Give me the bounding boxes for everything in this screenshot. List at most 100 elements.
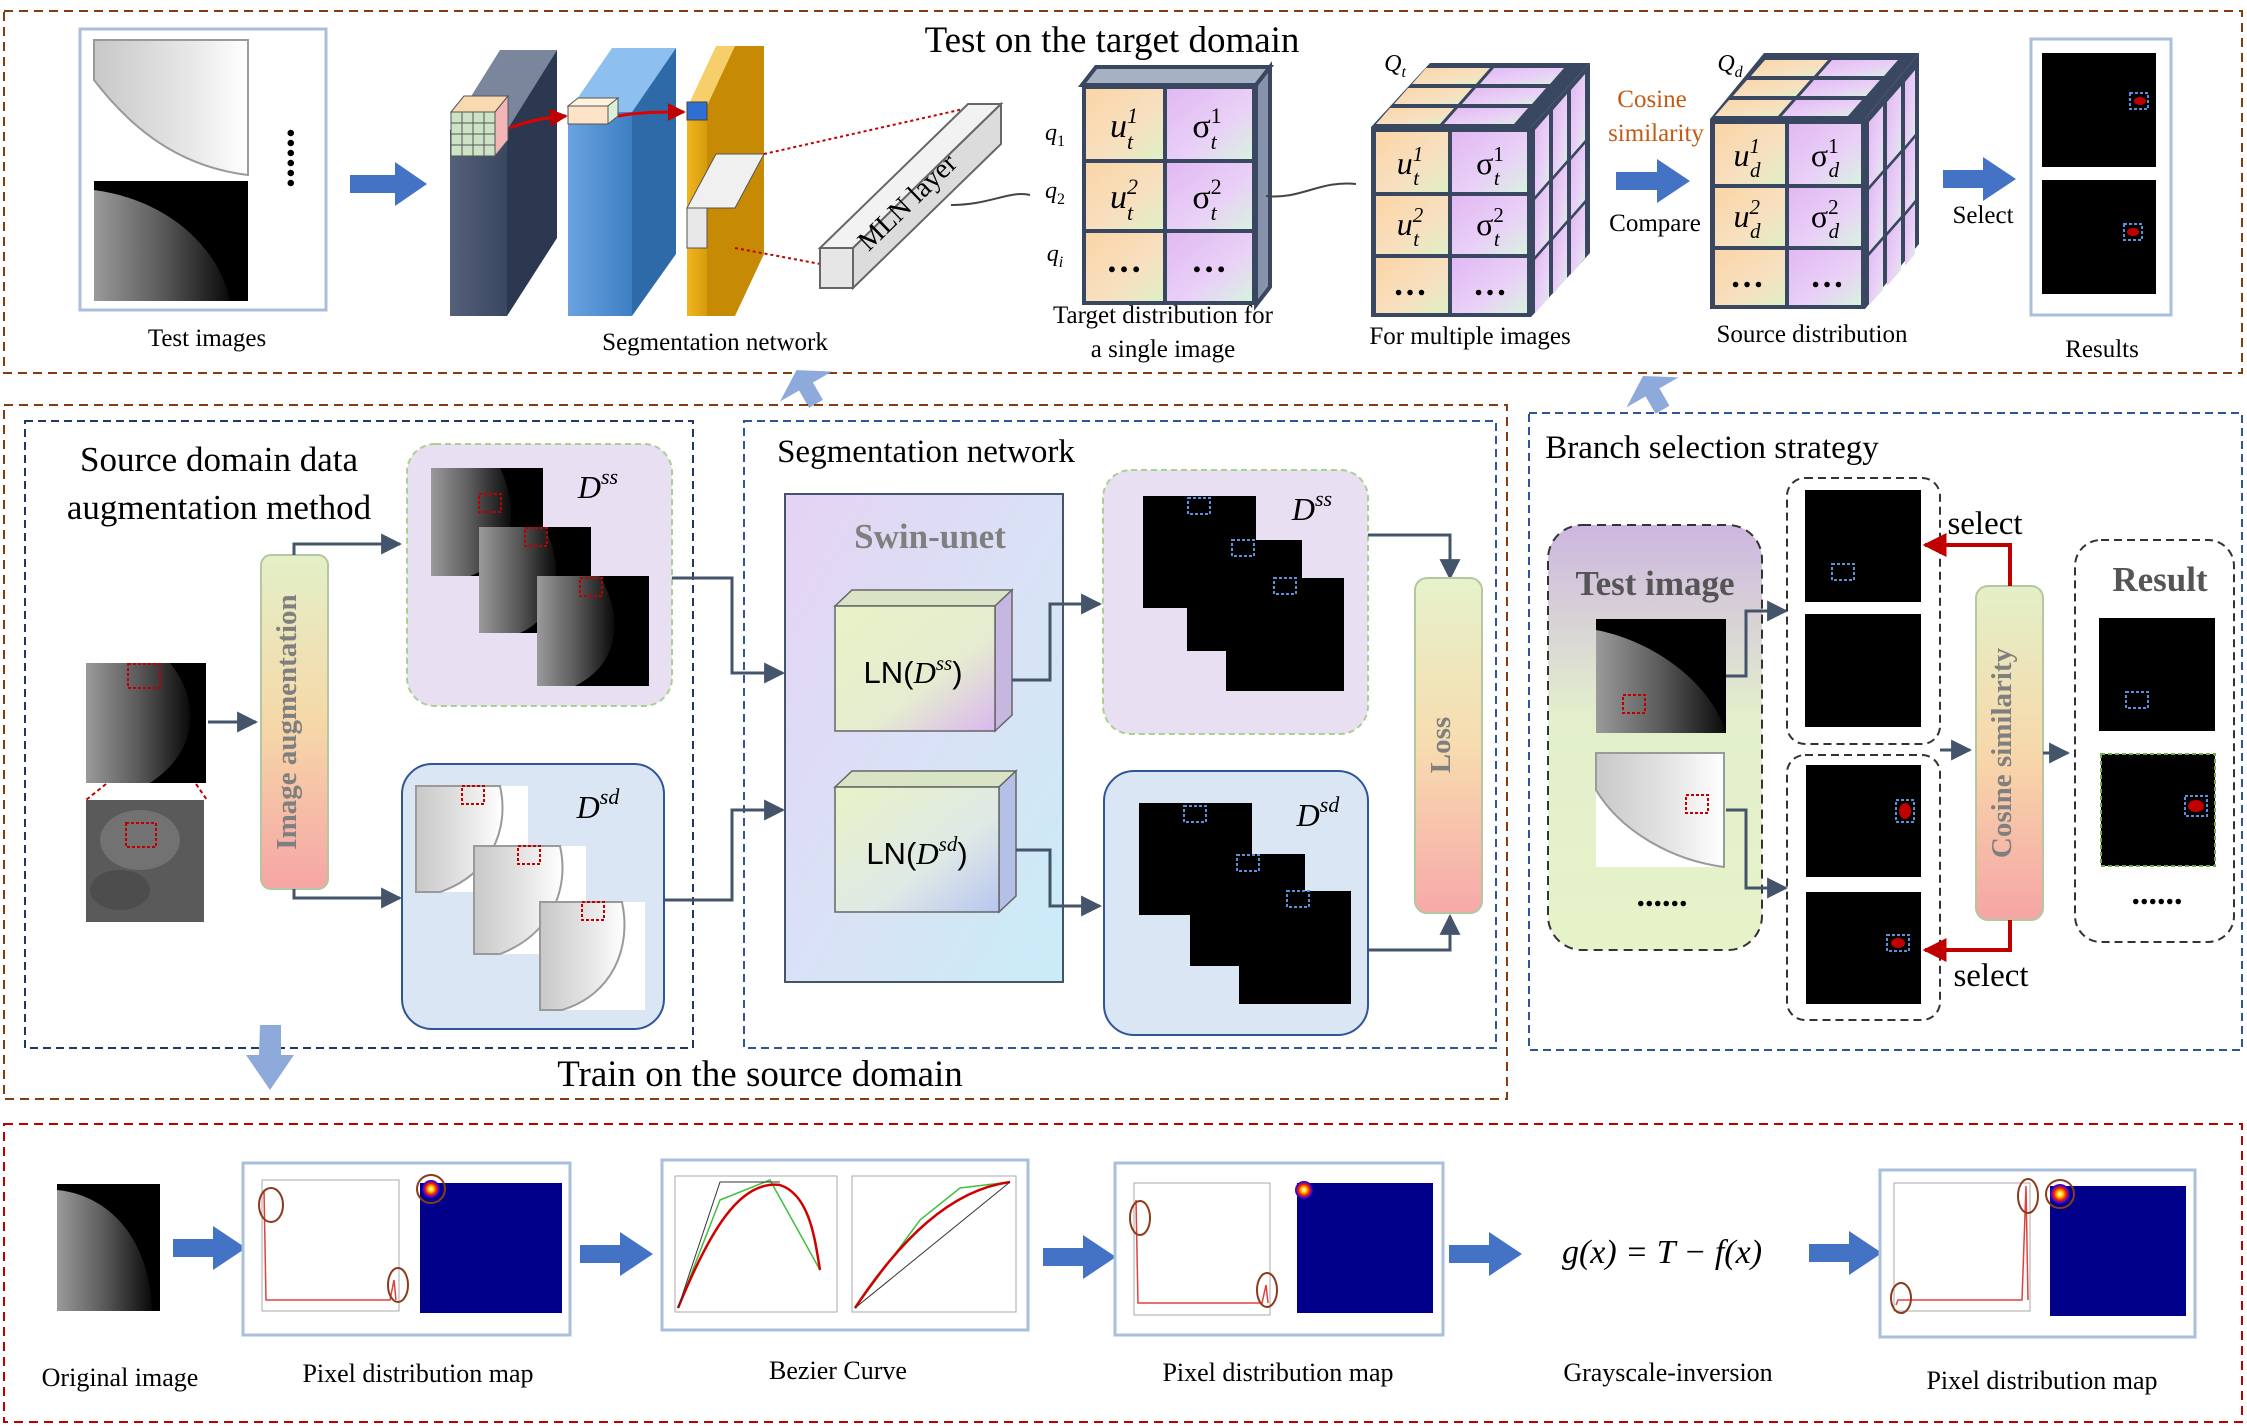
patch-cube-small (566, 96, 708, 126)
pdm2-plot (1133, 1182, 1271, 1316)
top-panel-border (3, 10, 2243, 374)
bezier-ctrl-1 (677, 1179, 821, 1309)
bezier-curve-1 (676, 1183, 822, 1309)
pdm1-curve (263, 1189, 397, 1301)
branch-mask-2 (1805, 614, 1921, 727)
down-arrow (246, 1025, 294, 1090)
segnet-block-gold (686, 46, 765, 316)
zoom-line-1 (85, 783, 107, 801)
arrow-branch-2 (1726, 808, 1789, 899)
branch-test-img-1 (1596, 619, 1726, 733)
bottom-arrow-1 (173, 1226, 246, 1270)
pdm1-plot (261, 1179, 400, 1312)
pdm2-label: Pixel distribution map (1162, 1358, 1393, 1387)
arrow-dss-to-swin (672, 576, 786, 684)
top-panel-title: Test on the target domain (925, 20, 1300, 61)
image-aug-label: Image augmentation (271, 594, 303, 849)
bottom-panel-border (3, 1123, 2243, 1423)
result-frame (2074, 539, 2235, 943)
multi-cell-dots-1: … (1393, 266, 1427, 303)
pdm1-circle-1 (258, 1187, 284, 1223)
mask-dss-stack (1143, 496, 1344, 691)
middle-panel-title: Train on the source domain (557, 1054, 963, 1095)
mask-dsd-label: Dsd (1296, 792, 1341, 833)
branch-box-4 (1886, 934, 1910, 952)
dss-label: Dss (577, 464, 618, 505)
result-box-2 (2123, 223, 2143, 241)
pdm1-heatmap (420, 1183, 562, 1313)
select-arrow-top (1922, 533, 2012, 586)
result-lesion-2 (2127, 228, 2139, 236)
result-box-b (2184, 795, 2208, 817)
qt-label: Qt (1384, 51, 1406, 81)
multi-images-label: For multiple images (1369, 323, 1570, 350)
pdm3-heatmap (2050, 1186, 2186, 1316)
bottom-arrow-5 (1809, 1231, 1882, 1275)
aug-section-border (24, 420, 694, 1049)
source-dist-label: Source distribution (1717, 321, 1908, 348)
pdm2-curve (1135, 1199, 1269, 1304)
pdm1-circle-2 (387, 1267, 409, 1303)
branch-out-top-frame (1786, 477, 1941, 745)
cosine-bar-label: Cosine similarity (1986, 647, 2018, 858)
q1-label: q1 (1045, 120, 1065, 150)
arrow-aug-ss (292, 533, 403, 555)
target-dist-label-1: Target distribution for (1053, 302, 1274, 329)
results-label: Results (2065, 336, 2139, 363)
result-label: Result (2112, 560, 2208, 599)
bezier-plot-1 (674, 1175, 838, 1313)
bottom-arrow-3 (1043, 1235, 1116, 1279)
target-dist-label-2: a single image (1091, 336, 1235, 363)
branch-lesion-3 (1899, 803, 1911, 819)
multi-cell-dots-2: … (1473, 266, 1507, 303)
qi-label: qi (1047, 241, 1063, 271)
middle-panel-border (3, 404, 1508, 1100)
pdm3-label: Pixel distribution map (1926, 1366, 2157, 1395)
test-image-ellipsis: ...... (1637, 877, 1688, 914)
test-image-dark (94, 181, 248, 301)
patch-cube (449, 94, 510, 158)
ln-dsd-block (833, 769, 1018, 914)
mask-dss-label: Dss (1291, 486, 1332, 527)
arrow-to-loss-bottom (1368, 913, 1461, 952)
arrow-dsd-to-swin (664, 799, 786, 902)
result-ellipsis: ...... (2132, 875, 2183, 912)
bottom-original-image (57, 1184, 160, 1311)
arrow-to-loss-top (1368, 533, 1461, 581)
up-arrow-1 (780, 370, 832, 408)
arrow-select (1943, 157, 2016, 201)
q2-label: q2 (1045, 178, 1065, 208)
branch-mask-1 (1805, 490, 1921, 602)
pdm2-circle-2 (1256, 1272, 1278, 1308)
gray-inversion-label: Grayscale-inversion (1563, 1358, 1772, 1387)
pdm3-plot (1893, 1182, 2031, 1312)
select-label: Select (1952, 202, 2013, 229)
result-lesion-b (2188, 800, 2204, 812)
bottom-arrow-4 (1449, 1232, 1522, 1276)
pdm3-circle-3 (2045, 1179, 2075, 1209)
select-arrow-bottom (1922, 920, 2012, 962)
top-segnet-label: Segmentation network (602, 329, 828, 356)
bezier-label: Bezier Curve (769, 1356, 907, 1385)
result-mask-a (2099, 618, 2215, 731)
qd-label: Qd (1717, 51, 1743, 81)
loss-label: Loss (1425, 717, 1457, 773)
cosine-label-1: Cosine (1617, 86, 1686, 113)
arrow-to-segnet (350, 162, 427, 206)
swin-unet-label: Swin-unet (854, 517, 1006, 556)
compare-label: Compare (1609, 210, 1701, 237)
result-mask-1 (2042, 53, 2156, 167)
bezier-line-1 (677, 1181, 780, 1309)
ln-dss-label: LN(Dss) (863, 651, 962, 690)
segnet-block-blue (568, 48, 676, 316)
arrow-branch-1 (1726, 600, 1789, 678)
pdm3-curve (1895, 1185, 2029, 1306)
source-mammogram (86, 663, 206, 783)
mln-layer: MLN layer (817, 101, 1004, 291)
branch-title: Branch selection strategy (1545, 430, 1879, 466)
branch-out-bottom-frame (1786, 754, 1941, 1021)
src-cell-dots-1: … (1730, 258, 1764, 295)
segnet-block-dark (450, 50, 557, 316)
